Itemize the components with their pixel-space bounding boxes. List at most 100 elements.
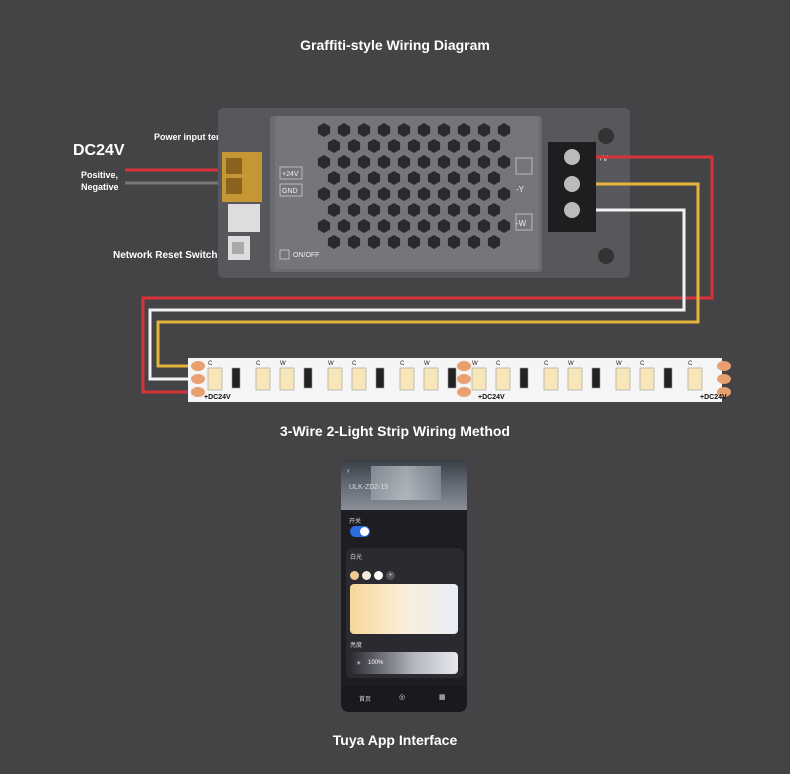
vent-hole [447,203,461,217]
vent-hole [467,203,481,217]
vent-hole [417,219,431,233]
room-photo [341,460,467,510]
vent-hole [467,171,481,185]
bright-label: 亮度 [350,643,363,649]
vent-hole [497,155,511,169]
led-chip [351,367,367,391]
vent-hole [377,219,391,233]
brightness-slider[interactable] [350,652,458,674]
vent-hole [327,203,341,217]
seg-label: W [616,361,622,367]
led-chip [567,367,583,391]
seg-label: C [688,361,693,367]
led-chip [423,367,439,391]
solder-pad [191,361,205,371]
vent-hole [407,171,421,185]
seg-label: C [208,361,213,367]
label-out-y: -Y [516,185,525,194]
vent-hole [377,187,391,201]
preset-warm[interactable] [350,571,359,580]
strip-label-1: +DC24V [204,394,231,401]
led-chip [615,367,631,391]
vent-hole [467,235,481,249]
vent-hole [417,155,431,169]
wire-white [148,208,686,381]
color-temp-picker[interactable] [350,584,458,634]
vent-hole [487,139,501,153]
vent-hole [357,187,371,201]
vent-hole [427,235,441,249]
preset-neutral[interactable] [362,571,371,580]
polarity-label: Positive, Negative [81,170,119,192]
vent-hole [357,155,371,169]
vent-hole [337,155,351,169]
led-chip [543,367,559,391]
phone-mockup: ‹ ULK-ZD2-15 开关 白光 + 亮度 ☀ 100% 首页 ◎ ▦ [341,460,467,712]
nav-grid-icon[interactable]: ▦ [439,694,446,701]
vent-hole [367,235,381,249]
led-chip [207,367,223,391]
vent-hole [327,171,341,185]
solder-pad [717,374,731,384]
power-toggle[interactable] [350,526,370,537]
vent-hole [497,123,511,137]
label-24v: +24V [282,171,299,178]
vent-hole [437,219,451,233]
seg-label: C [400,361,405,367]
vent-hole [497,219,511,233]
led-chip [279,367,295,391]
reset-switch-label: Network Reset Switch [113,250,218,261]
seg-label: W [280,361,286,367]
solder-pad [717,387,731,397]
vent-hole [337,187,351,201]
diagram-title: Graffiti-style Wiring Diagram [300,37,490,53]
vent-hole [387,139,401,153]
vent-hole [327,139,341,153]
vent-hole [327,235,341,249]
led-chip [255,367,271,391]
vent-hole [387,171,401,185]
seg-label: C [256,361,261,367]
device-name: ULK-ZD2-15 [349,484,389,491]
solder-pad [191,387,205,397]
vent-hole [357,123,371,137]
resistor [375,367,385,389]
solder-pad [717,361,731,371]
vent-hole [337,219,351,233]
nav-home[interactable]: 首页 [359,697,372,703]
vent-hole [447,139,461,153]
preset-cool[interactable] [374,571,383,580]
voltage-label: DC24V [73,142,125,159]
nav-palette-icon[interactable]: ◎ [399,694,406,701]
controller-box: +24V GND ON/OFF -Y -W +V [218,108,630,278]
add-preset-icon[interactable]: + [386,571,395,580]
resistor [231,367,241,389]
brightness-value: 100% [368,660,384,666]
vent-hole [357,219,371,233]
vent-hole [457,187,471,201]
vent-hole [417,123,431,137]
seg-label: W [568,361,574,367]
solder-pad [457,387,471,397]
strip-label-3: +DC24V [700,394,727,401]
vent-hole [457,123,471,137]
vent-hole [487,203,501,217]
vent-hole [487,171,501,185]
resistor [519,367,529,389]
wire-red [141,155,714,394]
vent-hole [377,123,391,137]
app-title: Tuya App Interface [332,732,458,748]
back-icon[interactable]: ‹ [347,466,350,475]
label-gnd: GND [282,188,298,195]
vent-hole [367,203,381,217]
white-label: 白光 [350,555,363,561]
resistor [303,367,313,389]
vent-hole [397,123,411,137]
vent-hole [317,123,331,137]
vent-hole [367,139,381,153]
vent-hole [387,235,401,249]
seg-label: W [328,361,334,367]
label-out-w: -W [516,219,527,228]
